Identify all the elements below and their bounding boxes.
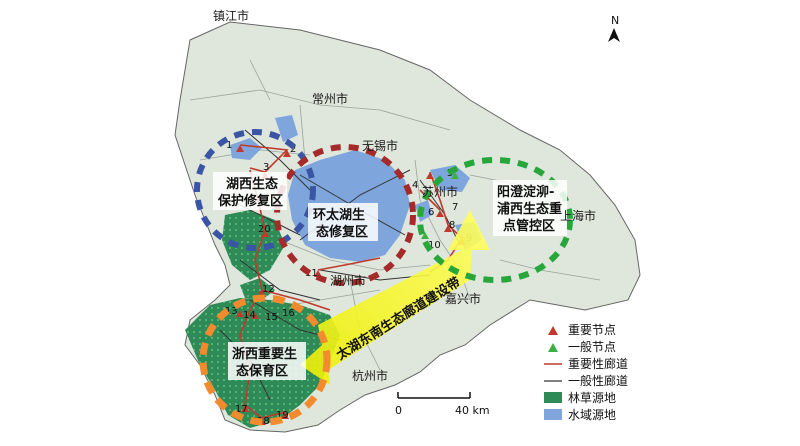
zone-taihu-line1: 环太湖生 (313, 207, 365, 223)
city-hangzhou: 杭州市 (352, 368, 388, 383)
node-13: 13 (225, 306, 238, 317)
node-4: 4 (412, 180, 418, 191)
legend-general-node-icon (548, 343, 558, 352)
node-7: 7 (452, 202, 458, 213)
city-labels: 镇江市 常州市 无锡市 苏州市 上海市 湖州市 嘉兴市 杭州市 (213, 8, 596, 383)
node-16: 16 (282, 308, 295, 319)
node-8: 8 (449, 220, 455, 231)
node-14: 14 (243, 310, 256, 321)
legend-forest: 林草源地 (568, 391, 616, 405)
zone-ring-yangcheng (417, 157, 573, 283)
zone-zhexi-line2: 态保育区 (236, 363, 288, 379)
legend-major-node: 重要节点 (568, 323, 616, 337)
node-2: 2 (290, 144, 296, 155)
zone-west-lake-line1: 湖西生态 (226, 176, 278, 192)
zone-west-lake-line2: 保护修复区 (217, 193, 283, 209)
node-15: 15 (265, 312, 278, 323)
zone-zhexi-line1: 浙西重要生 (232, 346, 297, 362)
node-12: 12 (262, 284, 275, 295)
zone-yangcheng-line2: 浦西生态重 (497, 201, 562, 217)
legend-water: 水域源地 (568, 408, 616, 422)
zone-taihu-line2: 态修复区 (316, 224, 368, 240)
scale-bar: 0 40 km (395, 392, 490, 417)
general-nodes (421, 172, 459, 239)
city-huzhou: 湖州市 (330, 273, 366, 288)
node-6: 6 (428, 207, 434, 218)
zone-yangcheng-line1: 阳澄淀泖- (497, 184, 554, 200)
node-1: 1 (226, 140, 232, 151)
legend-major-node-icon (548, 326, 558, 335)
city-zhenjiang: 镇江市 (213, 8, 249, 23)
node-18: 18 (257, 416, 270, 427)
city-shanghai: 上海市 (560, 208, 596, 223)
zone-labels: 湖西生态 保护修复区 环太湖生 态修复区 阳澄淀泖- 浦西生态重 点管控区 浙西… (213, 172, 567, 380)
city-changzhou: 常州市 (312, 91, 348, 106)
zone-rings (194, 129, 573, 426)
scale-zero: 0 (395, 404, 402, 417)
legend-general-node: 一般节点 (568, 339, 616, 354)
north-label: N (611, 14, 619, 27)
north-arrow: N (608, 14, 620, 42)
legend-forest-icon (544, 392, 562, 403)
legend-water-icon (544, 409, 562, 420)
city-wuxi: 无锡市 (362, 138, 398, 153)
node-3: 3 (263, 162, 269, 173)
zone-yangcheng-line3: 点管控区 (503, 218, 555, 234)
zone-ring-west-lake (194, 129, 316, 251)
node-10: 10 (428, 240, 441, 251)
zone-ring-zhexi (199, 294, 331, 426)
scale-forty: 40 km (455, 404, 490, 417)
north-arrow-icon (608, 28, 620, 42)
legend-general-corridor: 一般性廊道 (568, 373, 628, 388)
node-labels: 1 2 3 4 5 6 7 8 9 10 11 12 13 14 15 16 1… (225, 140, 472, 427)
city-suzhou: 苏州市 (422, 184, 458, 199)
node-20: 20 (258, 224, 271, 235)
legend-major-corridor: 重要性廊道 (568, 356, 628, 371)
legend: 重要节点 一般节点 重要性廊道 一般性廊道 林草源地 水域源地 (544, 323, 628, 422)
node-19: 19 (276, 410, 289, 421)
zone-ring-taihu (274, 144, 416, 286)
node-11: 11 (305, 268, 318, 279)
node-17: 17 (235, 404, 248, 415)
city-jiaxing: 嘉兴市 (445, 291, 481, 306)
